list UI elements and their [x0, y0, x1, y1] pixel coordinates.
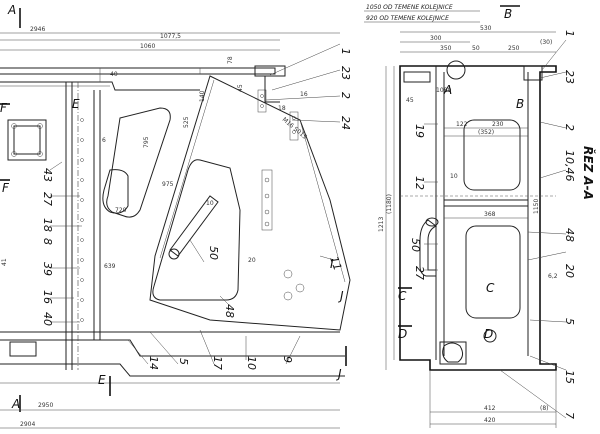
dim-10-right: 10	[450, 173, 458, 180]
pos-left-2: 2	[339, 92, 352, 99]
dim-10b: 10	[206, 200, 214, 207]
pos-right-19: 19	[413, 124, 426, 138]
pos-right-27: 27	[413, 266, 426, 280]
pos-left-43: 43	[41, 168, 54, 182]
pos-right-48: 48	[563, 228, 576, 242]
dim-1213: 1213	[378, 217, 385, 232]
pos-left-24: 24	[339, 116, 352, 130]
pos-left-17: 17	[211, 356, 224, 370]
dim-62: 6,2	[548, 273, 558, 280]
dim-41: 41	[1, 258, 8, 266]
section-mark-f-top: F	[0, 101, 8, 115]
dim-639: 639	[104, 263, 116, 270]
section-mark-d-left: D	[398, 327, 407, 341]
dim-20: 20	[248, 257, 256, 264]
dim-250: 250	[508, 45, 520, 52]
pos-left-50: 50	[207, 246, 220, 260]
pos-left-5: 5	[177, 358, 190, 365]
section-mark-b-top: B	[504, 7, 512, 21]
pos-left-10: 10	[245, 356, 258, 370]
note-rail-1050: 1050 OD TEMENE KOLEJNICE	[366, 4, 453, 11]
dim-412: 412	[484, 405, 496, 412]
dim-795: 795	[143, 136, 150, 148]
section-mark-e-top: E	[72, 97, 80, 111]
dim-975: 975	[162, 181, 174, 188]
dim-420: 420	[484, 417, 496, 424]
dim-300: 300	[430, 35, 442, 42]
section-mark-d-right: D	[484, 327, 493, 341]
section-mark-b-mid: B	[516, 97, 524, 111]
pos-right-50: 50	[409, 238, 422, 252]
dim-78: 78	[227, 56, 234, 64]
section-mark-c-left: C	[398, 289, 407, 303]
dim-45-right: 45	[406, 97, 414, 104]
pos-right-7: 7	[563, 412, 576, 419]
dim-40: 40	[110, 71, 118, 78]
dim-2950: 2950	[38, 402, 53, 409]
section-mark-i: I	[330, 257, 334, 271]
pos-left-16: 16	[41, 290, 54, 304]
pos-left-23: 23	[339, 66, 352, 80]
dim-1150: 1150	[533, 199, 540, 214]
left-view: A A 2946 1077,5 1060 F	[0, 3, 352, 429]
dim-350: 350	[440, 45, 452, 52]
dim-368: 368	[484, 211, 496, 218]
dim-1060: 1060	[140, 43, 155, 50]
dim-525: 525	[183, 116, 190, 128]
pos-right-2: 2	[563, 124, 576, 131]
dim-352: (352)	[478, 129, 494, 136]
pos-left-18: 18	[41, 218, 54, 232]
pos-left-1: 1	[339, 48, 352, 55]
dim-16: 16	[300, 91, 308, 98]
pos-right-20: 20	[563, 264, 576, 278]
section-mark-a-right: A	[443, 83, 452, 97]
pos-left-39: 39	[41, 262, 54, 276]
section-mark-a-bottom: A	[11, 397, 20, 411]
pos-left-48: 48	[223, 304, 236, 318]
pos-right-10-46: 10,46	[563, 150, 576, 182]
dim-18: 18	[278, 105, 286, 112]
pos-left-27: 27	[41, 192, 54, 206]
dim-1180: (1180)	[386, 194, 393, 214]
pos-right-12: 12	[413, 176, 426, 190]
note-rail-920: 920 OD TEMENE KOLEJNICE	[366, 15, 449, 22]
pos-right-1: 1	[563, 30, 576, 37]
section-mark-j-2: J	[338, 289, 344, 303]
section-title: ŘEZ A-A	[581, 146, 596, 200]
dim-1077: 1077,5	[160, 33, 181, 40]
dim-6: 6	[102, 137, 106, 144]
dim-230: 230	[492, 121, 504, 128]
section-mark-a-top: A	[7, 3, 16, 17]
pos-left-8: 8	[41, 238, 54, 245]
dim-530: 530	[480, 25, 492, 32]
pos-right-23: 23	[563, 70, 576, 84]
pos-right-15: 15	[563, 370, 576, 384]
section-mark-e-bottom: E	[98, 373, 106, 387]
dim-1080: 1080	[436, 87, 451, 94]
dim-720: 720	[115, 207, 127, 214]
pos-left-14: 14	[147, 356, 160, 370]
right-view: 1050 OD TEMENE KOLEJNICE 920 OD TEMENE K…	[364, 4, 596, 428]
dim-2946: 2946	[30, 26, 45, 33]
dim-8: (8)	[540, 405, 549, 412]
dim-122: 122	[456, 121, 468, 128]
pos-right-5: 5	[563, 318, 576, 325]
pos-left-11: 11	[327, 255, 344, 273]
dim-2904: 2904	[20, 421, 35, 428]
section-mark-c-right: C	[486, 281, 495, 295]
dim-50: 50	[472, 45, 480, 52]
dim-30: (30)	[540, 39, 552, 46]
pos-left-40: 40	[41, 312, 54, 326]
dim-140: 140	[199, 90, 206, 102]
pos-left-9: 9	[281, 356, 294, 363]
dim-45: 45	[237, 84, 244, 92]
section-mark-j: J	[336, 367, 342, 381]
section-mark-f-bottom: F	[2, 181, 10, 195]
